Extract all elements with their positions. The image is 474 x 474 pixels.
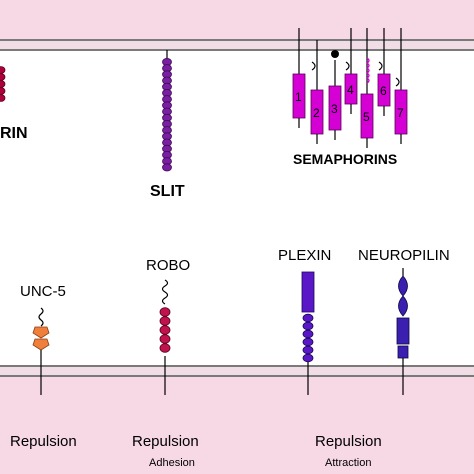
- unc5-receptor: [32, 307, 50, 395]
- neuropilin-label: NEUROPILIN: [358, 247, 450, 264]
- unc5-domain: [32, 338, 50, 351]
- plexin-sema-domain: [301, 271, 315, 313]
- function-3-main: Repulsion: [315, 433, 382, 450]
- netrin-domain: [0, 94, 6, 102]
- semaphorin-class-number: 4: [347, 83, 354, 97]
- semaphorin-ig-loop: [378, 61, 383, 71]
- plexin-psi-domain: [302, 313, 314, 323]
- plexin-psi-domain: [302, 329, 314, 339]
- robo-ig-domain: [159, 325, 171, 335]
- unc5-domain: [32, 326, 50, 339]
- netrin-domain: [0, 66, 6, 74]
- semaphorin-class-number: 7: [397, 106, 404, 120]
- plexin-psi-domain: [302, 337, 314, 347]
- robo-ig-domain: [159, 307, 171, 317]
- semaphorin-ig-loop: [345, 61, 350, 71]
- plexin-psi-domain: [302, 353, 314, 363]
- semaphorin-5-tsp-repeats: [365, 57, 370, 84]
- top-membrane: [0, 0, 474, 51]
- plexin-label: PLEXIN: [278, 247, 331, 264]
- slit-label: SLIT: [150, 183, 185, 200]
- neuropilin-a-domain: [398, 275, 408, 297]
- function-1-main: Repulsion: [10, 433, 77, 450]
- semaphorin-ig-loop: [311, 61, 316, 71]
- unc5-label: UNC-5: [20, 283, 66, 300]
- function-3-sub: Attraction: [325, 457, 371, 469]
- plexin-receptor: [301, 271, 315, 395]
- robo-fn3-repeats: [161, 279, 169, 305]
- bottom-bilayer: [0, 366, 474, 376]
- netrin-domain: [0, 80, 6, 88]
- semaphorin-class-number: 5: [363, 110, 370, 124]
- semaphorins-label: SEMAPHORINS: [293, 151, 397, 167]
- semaphorin-class-number: 2: [313, 106, 320, 120]
- top-extracellular-band: [0, 0, 474, 40]
- semaphorin-ig-loop: [395, 77, 400, 87]
- bottom-intracellular-band: [0, 377, 474, 474]
- semaphorin-3-gpi-anchor: [331, 50, 339, 58]
- robo-ig-domain: [159, 334, 171, 344]
- neuropilin-b-domain: [396, 317, 410, 345]
- semaphorin-class-number: 1: [295, 90, 302, 104]
- top-bilayer: [0, 40, 474, 50]
- slit-lrr-domain: [162, 163, 172, 172]
- neuropilin-c-domain: [397, 345, 409, 359]
- plexin-psi-domain: [302, 321, 314, 331]
- netrin-domain: [0, 87, 6, 95]
- neuropilin-a-domain: [398, 295, 408, 317]
- neuropilin-receptor: [396, 268, 410, 395]
- netrin-molecule: [0, 66, 6, 102]
- function-2-main: Repulsion: [132, 433, 199, 450]
- bottom-membrane: [0, 365, 474, 474]
- netrin-domain: [0, 73, 6, 81]
- robo-ig-domain: [159, 316, 171, 326]
- semaphorin-class-number: 3: [331, 102, 338, 116]
- semaphorin-class-number: 6: [380, 84, 387, 98]
- netrin-label: RIN: [0, 125, 28, 142]
- robo-label: ROBO: [146, 257, 190, 274]
- function-2-sub: Adhesion: [149, 457, 195, 469]
- plexin-psi-domain: [302, 345, 314, 355]
- slit-molecule: [162, 50, 172, 172]
- robo-receptor: [159, 279, 171, 395]
- robo-ig-domain: [159, 343, 171, 353]
- unc5-ig-loop: [38, 307, 44, 327]
